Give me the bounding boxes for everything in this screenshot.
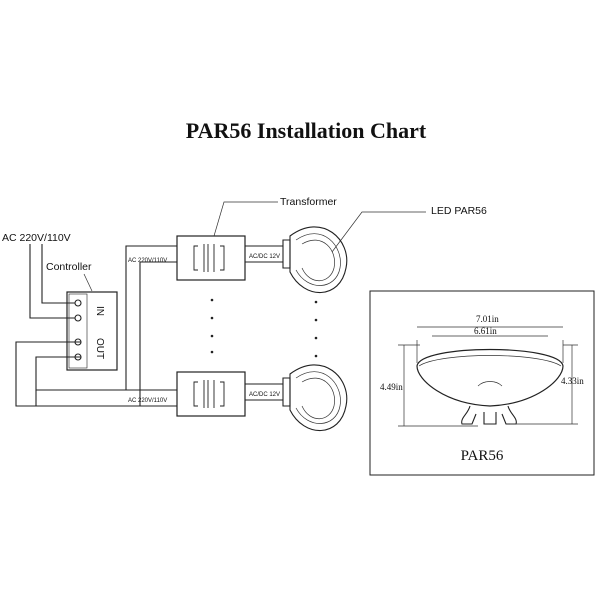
controller-in-label: IN xyxy=(94,306,105,316)
lamp-top xyxy=(282,226,348,294)
transformer-bottom-output: AC/DC 12V xyxy=(249,392,280,398)
output-wire-5 xyxy=(139,261,177,406)
transformer-leader xyxy=(213,201,278,237)
dim-height-left: 4.49in xyxy=(380,382,403,392)
transformer-top: AC 220V/110V xyxy=(128,235,246,281)
output-wire-2 xyxy=(35,245,177,391)
supply-wire-1 xyxy=(29,244,75,319)
dim-outer-width: 7.01in xyxy=(476,314,499,324)
transformer-top-output: AC/DC 12V xyxy=(249,254,280,260)
lamp-label: LED PAR56 xyxy=(431,205,487,217)
product-name: PAR56 xyxy=(461,448,504,464)
lamp-side-view xyxy=(416,348,564,407)
controller-label: Controller xyxy=(46,261,92,273)
dimension-panel: 7.01in 6.61in 4.49in 4.33in PAR56 xyxy=(369,290,595,476)
transformer-top-input: AC 220V/110V xyxy=(128,258,167,264)
controller-out-label: OUT xyxy=(94,338,105,359)
lamp-leader xyxy=(331,211,426,253)
transformer-bottom: AC 220V/110V xyxy=(128,371,246,417)
controller-leader xyxy=(83,273,93,292)
supply-label: AC 220V/110V xyxy=(2,232,71,244)
transformer-coil-icon-2 xyxy=(193,380,225,408)
transformer-label: Transformer xyxy=(280,196,337,208)
supply-wire-2 xyxy=(41,244,75,304)
transformer-bottom-input: AC 220V/110V xyxy=(128,398,167,404)
output-wire-1 xyxy=(15,341,177,407)
dim-inner-width: 6.61in xyxy=(474,326,497,336)
lamp-bottom xyxy=(282,364,348,432)
transformer-coil-icon xyxy=(193,244,225,272)
controller-box: IN OUT xyxy=(66,291,118,371)
dots-ellipsis-icon xyxy=(210,298,318,358)
chart-title: PAR56 Installation Chart xyxy=(186,118,427,143)
dim-height-right: 4.33in xyxy=(561,376,584,386)
